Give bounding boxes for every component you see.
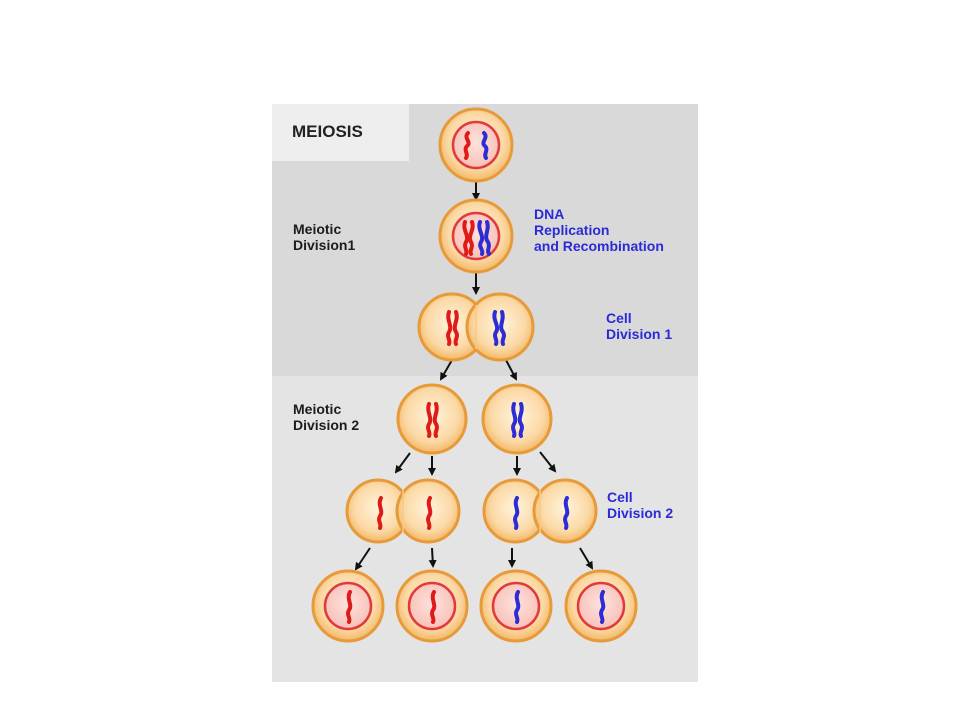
cell-meiosis2-right xyxy=(481,383,553,455)
label-meiotic-division-2: Meiotic Division 2 xyxy=(293,401,359,433)
chromosome-paternal xyxy=(499,310,506,346)
label-cell-division-1: Cell Division 1 xyxy=(606,310,672,342)
chromosome-paternal xyxy=(477,220,485,256)
arrow xyxy=(394,452,411,474)
chromosome-paternal xyxy=(514,590,521,624)
gamete-4 xyxy=(564,569,638,643)
cell-dividing-2-right xyxy=(482,478,598,544)
chromosome-paternal xyxy=(484,220,491,256)
chromosome-maternal xyxy=(452,310,459,346)
cell-dividing-1 xyxy=(417,292,535,362)
chromosome-paternal xyxy=(599,590,606,624)
cell-dividing-2-left xyxy=(345,478,461,544)
arrow xyxy=(505,359,517,381)
chromosome-maternal xyxy=(467,220,475,256)
gamete-1 xyxy=(311,569,385,643)
chromosome-paternal xyxy=(517,402,524,438)
chromosome-maternal xyxy=(432,402,439,438)
label-dna-replication: DNA Replication and Recombination xyxy=(534,206,664,254)
arrow xyxy=(428,547,437,568)
chromosome-maternal xyxy=(346,590,353,624)
cell-initial xyxy=(438,107,514,183)
cell-meiosis2-left xyxy=(396,383,468,455)
cell-replicated xyxy=(438,198,514,274)
title-box xyxy=(272,104,409,161)
chromosome-maternal xyxy=(463,131,471,160)
diagram-title: MEIOSIS xyxy=(292,122,363,141)
gamete-2 xyxy=(395,569,469,643)
arrow xyxy=(539,451,557,473)
chromosome-paternal xyxy=(513,496,520,530)
label-cell-division-2: Cell Division 2 xyxy=(607,489,673,521)
chromosome-paternal xyxy=(563,496,570,530)
arrow xyxy=(354,547,371,571)
chromosome-maternal xyxy=(426,496,433,530)
chromosome-maternal xyxy=(377,496,384,530)
chromosome-paternal xyxy=(492,310,500,346)
arrow xyxy=(439,359,453,381)
chromosome-maternal xyxy=(462,220,470,256)
arrows xyxy=(354,176,594,571)
gamete-3 xyxy=(479,569,553,643)
arrow xyxy=(579,547,594,570)
chromosome-maternal xyxy=(446,310,453,346)
chromosome-maternal xyxy=(430,590,437,624)
label-meiotic-division-1: Meiotic Division1 xyxy=(293,221,355,253)
chromosome-paternal xyxy=(511,402,518,438)
chromosome-paternal xyxy=(481,131,489,160)
chromosome-maternal xyxy=(426,402,433,438)
